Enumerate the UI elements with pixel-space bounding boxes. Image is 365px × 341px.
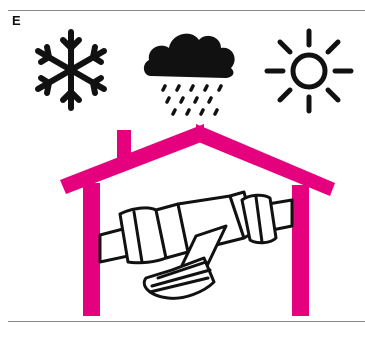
snowflake-icon — [35, 29, 107, 111]
top-divider — [8, 10, 365, 11]
house-outline-icon — [60, 124, 335, 316]
rain-cloud-icon — [143, 33, 235, 116]
bottom-divider — [8, 321, 365, 322]
y-strainer-valve-icon — [98, 190, 294, 300]
sun-icon — [264, 28, 354, 114]
panel-letter: E — [12, 13, 21, 28]
